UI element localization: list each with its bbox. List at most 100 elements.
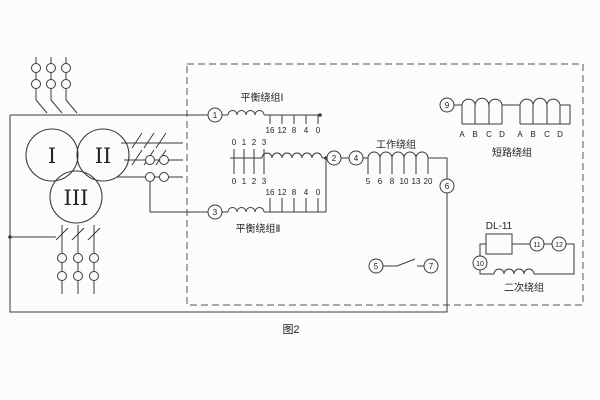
winding-2-label: II <box>95 144 112 168</box>
terminal-5: 5 <box>368 258 384 274</box>
junction-dot <box>318 113 322 117</box>
tap-label: 12 <box>278 188 287 197</box>
tap-label: 8 <box>292 126 297 135</box>
terminal-circle <box>326 150 342 166</box>
phase-label: D <box>499 130 505 139</box>
short-circuit-coil-left <box>461 97 503 106</box>
short-circuit-phase-labels-right: A B C D <box>517 130 563 139</box>
terminal-number: 5 <box>374 262 379 271</box>
tap-label: 0 <box>232 177 237 186</box>
phase-label: A <box>517 130 523 139</box>
working-label: 工作绕组 <box>376 138 416 151</box>
relay-enclosure-dashed-box <box>186 63 584 306</box>
terminal-number: 1 <box>213 111 218 120</box>
tap-label: 0 <box>316 126 321 135</box>
terminal-2: 2 <box>326 150 342 166</box>
ct-ring <box>31 79 41 89</box>
terminal-number: 11 <box>533 242 540 249</box>
terminal-6: 6 <box>439 178 455 194</box>
winding-circle-3 <box>49 170 103 224</box>
tap-label: 8 <box>390 177 395 186</box>
phase-label: A <box>459 130 465 139</box>
short-circuit-label: 短路绕组 <box>492 146 532 159</box>
balance1-label: 平衡绕组Ⅰ <box>241 91 284 104</box>
terminal-circle <box>551 236 567 252</box>
terminal-number: 12 <box>555 242 563 249</box>
tap-label: 12 <box>278 126 287 135</box>
terminal-number: 4 <box>354 154 359 163</box>
ct-ring <box>145 172 155 182</box>
ct-rings-top <box>31 63 71 89</box>
phase-label: B <box>472 130 477 139</box>
terminal-1: 1 <box>207 107 223 123</box>
tap-label: 6 <box>378 177 383 186</box>
autotransformer-coil <box>261 152 323 159</box>
ct-ring <box>46 79 56 89</box>
tap-label: 0 <box>316 188 321 197</box>
ct-rings-right <box>145 155 169 182</box>
terminal-12: 12 <box>551 236 567 252</box>
winding-3-label: III <box>64 186 89 210</box>
tap-label: 0 <box>232 138 237 147</box>
winding-circle-1 <box>25 128 79 182</box>
ct-ring <box>57 271 67 281</box>
terminal-4: 4 <box>348 150 364 166</box>
balance2-label: 平衡绕组Ⅱ <box>236 222 281 235</box>
ct-ring <box>57 253 67 263</box>
terminal-number: 3 <box>213 208 218 217</box>
tap-label: 8 <box>292 188 297 197</box>
terminal-3: 3 <box>207 204 223 220</box>
terminal-circle <box>348 150 364 166</box>
ct-ring <box>61 63 71 73</box>
terminal-number: 2 <box>332 154 337 163</box>
winding-circle-2 <box>76 128 130 182</box>
terminal-circle <box>207 204 223 220</box>
ct-ring <box>61 79 71 89</box>
main-bus-wire <box>9 114 448 313</box>
terminal-7: 7 <box>423 258 439 274</box>
secondary-coil <box>493 268 535 275</box>
short-circuit-phase-labels-left: A B C D <box>459 130 505 139</box>
terminal-circle <box>423 258 439 274</box>
ct-ring <box>73 253 83 263</box>
terminal-9: 9 <box>439 97 455 113</box>
tap-label: 1 <box>242 138 247 147</box>
terminal-circle <box>529 236 545 252</box>
terminal-circle <box>368 258 384 274</box>
secondary-label: 二次绕组 <box>504 281 544 294</box>
balance1-coil <box>227 110 265 116</box>
ct-ring <box>89 271 99 281</box>
phase-label: D <box>557 130 563 139</box>
phase-label: C <box>544 130 550 139</box>
terminal-10: 10 <box>472 255 488 271</box>
terminal-number: 10 <box>476 261 484 268</box>
tap-label: 16 <box>266 188 275 197</box>
balance2-side-tap-labels: 0 1 2 3 <box>232 177 267 186</box>
balance2-tap-labels: 16 12 8 4 0 <box>266 188 321 197</box>
tap-label: 20 <box>424 177 433 186</box>
terminal-circle <box>472 255 488 271</box>
relay-label: DL-11 <box>486 221 513 232</box>
ct-ring <box>145 155 155 165</box>
ct-ring <box>89 253 99 263</box>
terminal-number: 6 <box>445 182 450 191</box>
ct-ring <box>73 271 83 281</box>
terminal-number: 7 <box>429 262 434 271</box>
tap-label: 4 <box>304 188 309 197</box>
terminal-circle <box>439 178 455 194</box>
phase-label: C <box>486 130 492 139</box>
ct-ring <box>46 63 56 73</box>
working-coil <box>367 151 429 159</box>
tap-label: 4 <box>304 126 309 135</box>
balance1-side-tap-labels: 0 1 2 3 <box>232 138 267 147</box>
terminal-11: 11 <box>529 236 545 252</box>
short-circuit-coil-right <box>519 97 561 106</box>
balance2-coil <box>227 207 265 213</box>
ct-lead-wires <box>10 57 208 294</box>
ct-ring <box>31 63 41 73</box>
tap-label: 13 <box>412 177 421 186</box>
winding-1-label: I <box>48 144 56 168</box>
tap-label: 3 <box>262 177 267 186</box>
tap-label: 3 <box>262 138 267 147</box>
